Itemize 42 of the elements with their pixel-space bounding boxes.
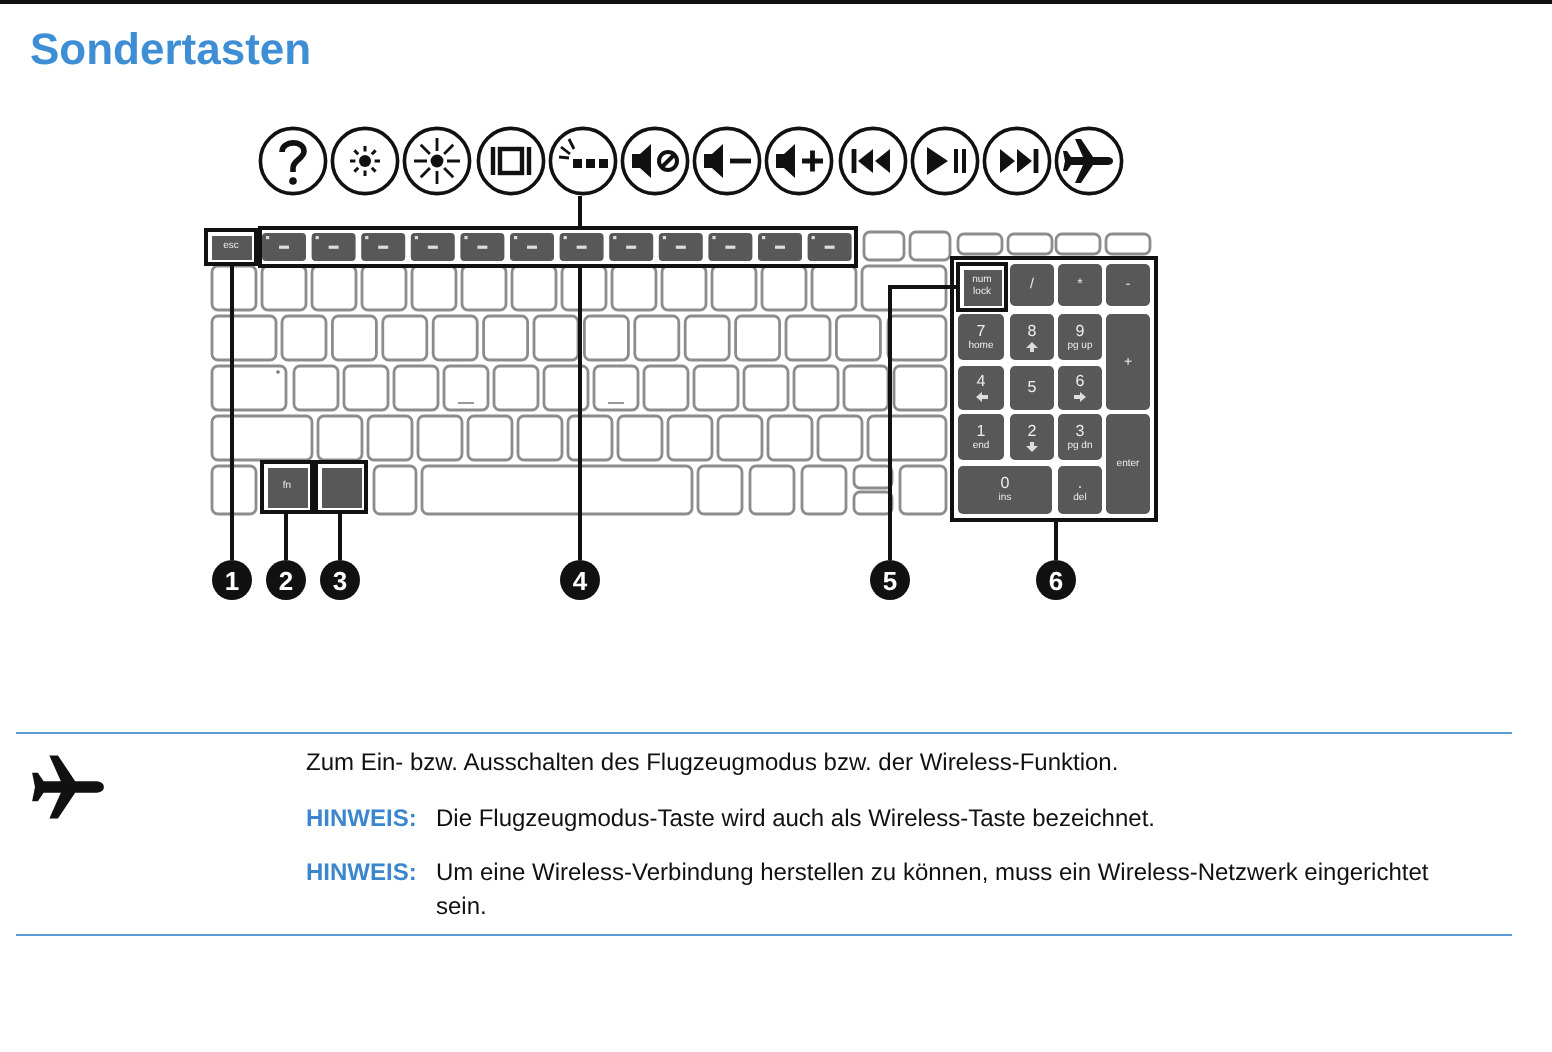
numeric-keypad-frame (950, 256, 1158, 522)
keyboard-key (1058, 466, 1102, 514)
description-text: Zum Ein- bzw. Ausschalten des Flugzeugmodus bzw. der Wireless-Funktion. (306, 746, 1119, 780)
callout-number: 5 (870, 560, 910, 600)
key-label: 8 (1027, 323, 1037, 339)
keyboard-key (958, 466, 1052, 514)
keyboard-key: 5 (1010, 366, 1054, 410)
keyboard-key (1058, 366, 1102, 410)
keyboard-key (958, 366, 1004, 410)
leader-line (1054, 522, 1058, 560)
key-label: 3 (1075, 423, 1085, 439)
keyboard-key (958, 414, 1004, 460)
callout-number: 3 (320, 560, 360, 600)
leader-line (578, 268, 582, 560)
page-title: Sondertasten (30, 22, 312, 78)
key-label: 0 (1000, 476, 1010, 492)
windows-key (314, 460, 368, 514)
callout-number: 6 (1036, 560, 1076, 600)
note-text: Die Flugzeugmodus-Taste wird auch als Wireless-Taste bezeichnet. (436, 802, 1157, 836)
leader-line (888, 285, 956, 560)
key-label: . (1077, 476, 1083, 492)
callout-number: 4 (560, 560, 600, 600)
keyboard-key (1010, 414, 1054, 460)
leader-line (284, 514, 288, 560)
key-label: 9 (1075, 323, 1085, 339)
key-label: 4 (976, 374, 986, 390)
leader-line (578, 196, 582, 226)
keyboard-key (1058, 414, 1102, 460)
leader-line (230, 266, 234, 560)
keyboard-key (1010, 314, 1054, 360)
key-label: 2 (1027, 423, 1037, 439)
note-label: HINWEIS: (306, 856, 417, 890)
callout-number: 1 (212, 560, 252, 600)
note-text: Um eine Wireless-Verbindung herstellen zu können, muss ein Wireless-Netzwerk eingerichtet sein. (436, 856, 1431, 924)
key-label: 6 (1075, 374, 1085, 390)
callout-number: 2 (266, 560, 306, 600)
note-label: HINWEIS: (306, 802, 417, 836)
key-label: 1 (976, 423, 986, 439)
keyboard-key (1058, 314, 1102, 360)
key-label: 7 (976, 323, 986, 339)
keyboard-key (958, 314, 1004, 360)
leader-line (338, 514, 342, 560)
